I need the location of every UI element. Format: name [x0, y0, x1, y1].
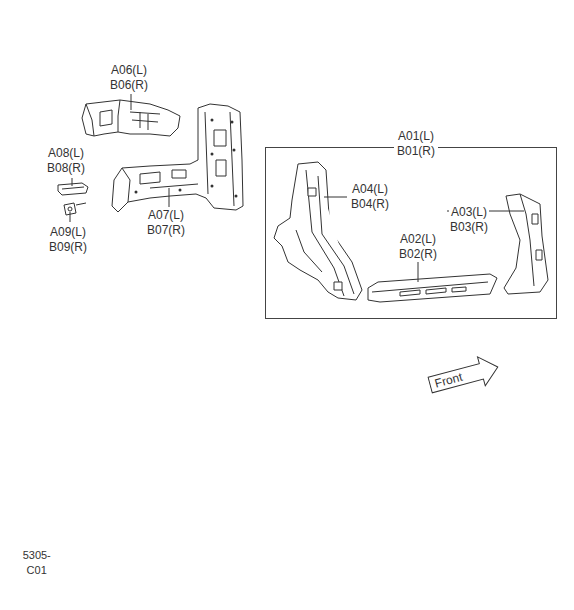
drawing-stroke [140, 170, 186, 184]
drawing-stroke [520, 194, 534, 286]
callout-number: A06(L) B06(R) [109, 63, 149, 93]
drawing-stroke [235, 195, 238, 198]
drawing-stroke [418, 262, 419, 282]
drawing-stroke [100, 110, 112, 126]
drawing-stroke [150, 184, 198, 188]
drawing-stroke [504, 194, 548, 294]
group-callout: A01(L) B01(R) [394, 129, 438, 159]
center-pillar [274, 162, 362, 300]
drawing-stroke [532, 214, 542, 260]
drawing-stroke [231, 121, 234, 124]
drawing-stroke [58, 183, 88, 195]
drawing-stroke [179, 189, 182, 192]
drawing-stroke [135, 191, 138, 194]
inner-quarter-panel [112, 104, 243, 212]
drawing-stroke [130, 112, 160, 130]
callout-number: A08(L) B08(R) [46, 146, 86, 176]
drawing-stroke [214, 130, 226, 176]
rocker-sill [368, 274, 497, 302]
drawing-stroke [118, 100, 120, 132]
drawing-stroke [58, 100, 548, 302]
drawing-stroke [211, 119, 214, 122]
drawing-stroke [86, 104, 94, 136]
drawing-stroke [400, 287, 466, 296]
drawing-stroke [211, 185, 214, 188]
drawing-stroke [274, 162, 362, 300]
direction-label: Front [433, 369, 464, 392]
drawing-stroke [112, 104, 243, 212]
front-pillar [504, 194, 548, 294]
drawing-stroke [70, 212, 71, 222]
drawing-stroke [68, 207, 72, 211]
arrow-shape [426, 352, 501, 399]
direction-arrow: Front [425, 351, 503, 401]
drawing-stroke [211, 153, 214, 156]
drawing-stroke [122, 168, 130, 202]
drawing-stroke [62, 187, 84, 189]
drawing-stroke [368, 274, 497, 302]
drawing-stroke [76, 203, 86, 205]
drawing-stroke [205, 112, 234, 206]
leader-lines [70, 94, 524, 282]
callout-number: A09(L) B09(R) [48, 225, 88, 255]
drawing-stroke [233, 149, 236, 152]
drawing-stroke [308, 188, 342, 290]
drawing-stroke [169, 188, 170, 207]
drawing-stroke [318, 176, 354, 294]
callout-number: A07(L) B07(R) [146, 208, 186, 238]
drawing-stroke [324, 197, 347, 198]
callout-number: A04(L) B04(R) [350, 182, 390, 212]
small-clip [64, 203, 86, 215]
drawing-stroke [131, 94, 132, 110]
drawing-stroke [72, 178, 73, 186]
callout-number: A02(L) B02(R) [398, 232, 438, 262]
callout-number: A03(L) B03(R) [449, 205, 489, 235]
figure-code: 5305-C01 [22, 548, 52, 578]
drawing-stroke [296, 230, 322, 272]
small-bracket [58, 183, 88, 195]
panel-holes [135, 119, 238, 198]
